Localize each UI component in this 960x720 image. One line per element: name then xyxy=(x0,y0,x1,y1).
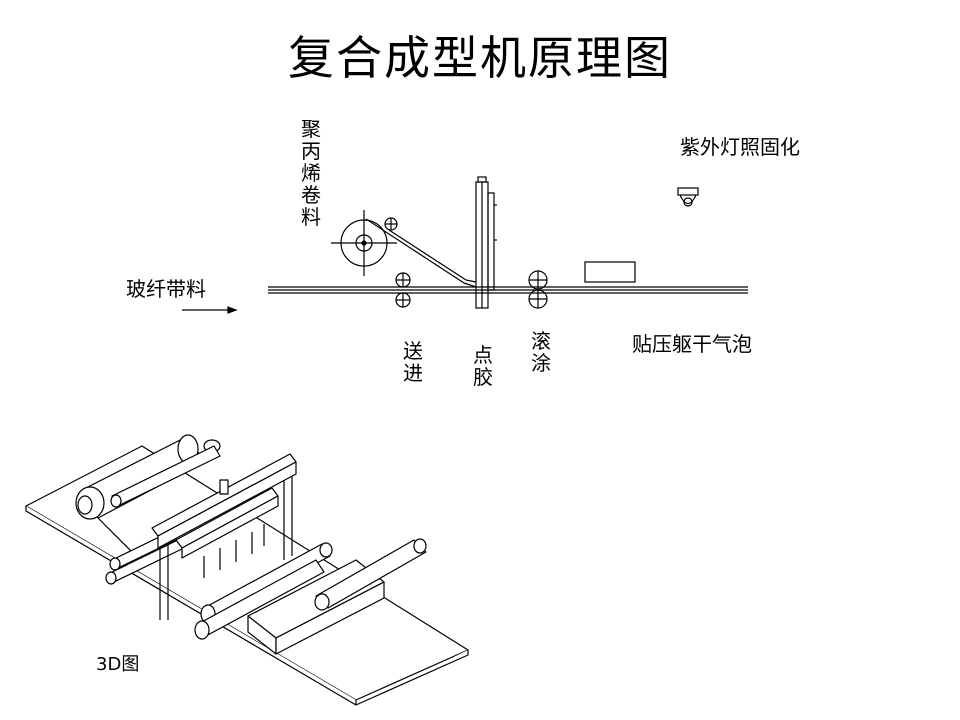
feed-rollers xyxy=(395,272,411,308)
pp-roll xyxy=(331,210,397,276)
guide-roller xyxy=(384,217,398,231)
label-press-bubbles: 贴压躯干气泡 xyxy=(632,332,752,356)
label-glue: 点胶 xyxy=(473,343,493,389)
label-roll-coat: 滚涂 xyxy=(531,329,551,375)
diagram-title: 复合成型机原理图 xyxy=(288,31,672,85)
feed-direction-arrow xyxy=(182,306,238,314)
label-uv-cure: 紫外灯照固化 xyxy=(680,135,800,159)
fiberglass-tape-band xyxy=(268,286,748,294)
press-bar-3d xyxy=(314,538,427,611)
label-3d-view: 3D图 xyxy=(96,654,140,675)
label-pp-roll: 聚丙烯卷料 xyxy=(301,117,321,229)
press-block xyxy=(584,261,636,283)
guide-roller-3d xyxy=(110,445,221,508)
uv-lamp-icon xyxy=(677,187,699,207)
roll-coat-rollers xyxy=(528,270,548,309)
pp-film-path xyxy=(365,218,477,288)
roll-coat-rollers-3d xyxy=(194,542,333,640)
band-3d xyxy=(25,445,469,706)
glue-gantry-3d xyxy=(151,453,297,620)
label-fiberglass-tape: 玻纤带料 xyxy=(126,277,206,301)
label-feed: 送进 xyxy=(403,339,423,385)
glue-dispenser xyxy=(475,176,497,309)
